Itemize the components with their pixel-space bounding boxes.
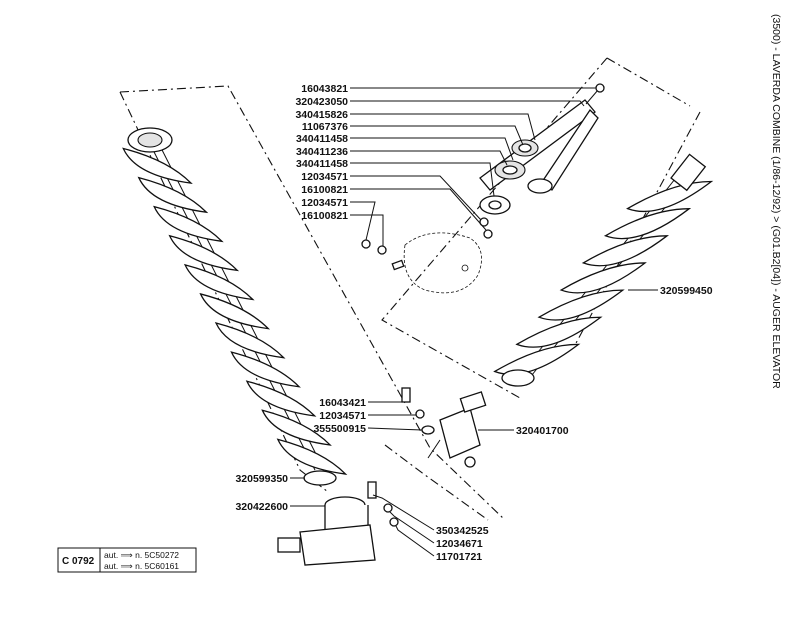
part-label: 11701721 (436, 551, 482, 563)
bolt-head-16043821 (595, 83, 605, 93)
auger-flight (276, 438, 348, 475)
code-box-frame (57, 547, 197, 573)
auger-flight (626, 180, 714, 213)
part-label: 320599450 (660, 285, 713, 297)
auger-flight (137, 176, 209, 214)
nut-16100821-top (483, 229, 493, 239)
part-label: 340415826 (295, 109, 348, 121)
left-auger-end-collar (303, 470, 337, 486)
gearbox-top-flange (459, 391, 487, 413)
code-box: C 0792 aut. ⟹ n. 5C50272 aut. ⟹ n. 5C601… (57, 547, 197, 573)
outline-top-right (606, 57, 691, 107)
part-label: 12034571 (301, 171, 348, 183)
part-label: 320599350 (235, 473, 288, 485)
stud (391, 259, 405, 271)
auger-flight (230, 351, 301, 388)
left-auger (122, 127, 348, 486)
bracket-assembly (361, 83, 605, 255)
bracket-foot (527, 178, 553, 194)
right-auger (493, 153, 714, 387)
bolt-350342525 (367, 481, 377, 499)
part-label: 320423050 (295, 96, 348, 108)
part-label: 320401700 (516, 425, 569, 437)
assembly-outlines (119, 57, 701, 521)
part-label: 340411458 (296, 133, 348, 145)
part-number-labels: 16043821 320423050 340415826 11067376 34… (235, 83, 712, 563)
auger-flight (581, 235, 670, 267)
drive-input-shaft (277, 537, 301, 553)
gearbox-body (439, 407, 481, 459)
auger-flight (515, 316, 603, 348)
ring-355500915 (421, 425, 435, 435)
leader-lines (290, 87, 658, 557)
part-label: 12034571 (319, 410, 366, 422)
washer-12034571-top (479, 217, 489, 227)
auger-flight (537, 289, 625, 321)
part-label: 16100821 (301, 184, 348, 196)
auger-flight (559, 262, 647, 294)
gearbox-320401700 (401, 387, 487, 468)
part-label: 16043421 (319, 397, 366, 409)
auger-flight (183, 263, 255, 301)
washer-12034571-low (415, 409, 425, 419)
auger-flight (122, 147, 193, 185)
auger-flight (168, 234, 240, 272)
auger-flight (603, 208, 692, 240)
gearbox-320422600 (277, 481, 399, 566)
part-label: 12034571 (301, 197, 348, 209)
auger-flight (199, 292, 271, 330)
drive-housing (299, 524, 376, 566)
auger-flight (261, 409, 332, 446)
washer-12034571-left (361, 239, 371, 249)
right-auger-top-shaft (670, 153, 707, 192)
part-label: 320422600 (235, 501, 288, 513)
right-auger-flights (493, 180, 714, 375)
auger-flight (214, 322, 286, 359)
part-label: 340411458 (296, 158, 348, 170)
auger-flight (245, 380, 317, 417)
part-label: 350342525 (436, 525, 489, 537)
right-auger-lower-end (501, 369, 535, 387)
part-label: 12034671 (436, 538, 483, 550)
page-title: (3500) - LAVERDA COMBINE (1/86-12/92) > … (770, 14, 782, 389)
outline-right-edge (574, 111, 701, 346)
part-label: 16100821 (301, 210, 348, 222)
part-label: 355500915 (313, 423, 366, 435)
outline-lower (384, 444, 489, 521)
washer-12034671 (383, 503, 393, 513)
code-box-code: C 0792 (62, 556, 95, 567)
bolt-16043421 (401, 387, 411, 403)
part-label: 16043821 (301, 83, 348, 95)
housing-ghost (391, 232, 482, 294)
auger-flight (153, 205, 224, 243)
nut-11701721 (389, 517, 399, 527)
left-auger-top-hub (137, 132, 163, 148)
part-label: 11067376 (302, 121, 348, 133)
outline-left-auger (119, 85, 506, 521)
nut-16100821-left (377, 245, 387, 255)
left-auger-flights (122, 147, 348, 475)
part-label: 340411236 (296, 146, 348, 158)
code-box-line2: aut. ⟹ n. 5C60161 (104, 561, 179, 571)
code-box-line1: aut. ⟹ n. 5C50272 (104, 550, 179, 560)
